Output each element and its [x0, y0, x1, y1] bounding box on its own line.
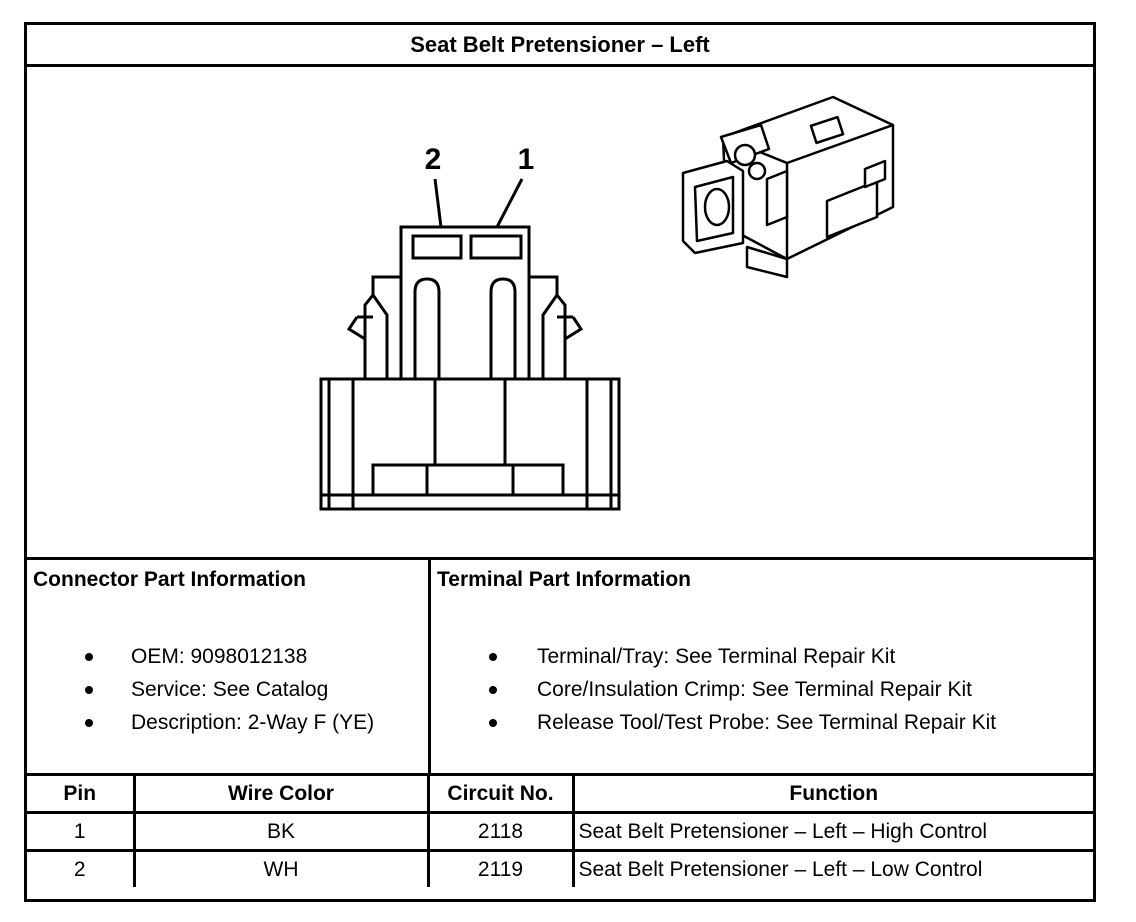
right-latch-inner: [541, 294, 559, 379]
function-cell: Seat Belt Pretensioner – Left – High Con…: [571, 811, 1093, 852]
bullet-icon: [489, 653, 497, 661]
part-info-row: Connector Part Information OEM: 90980121…: [27, 560, 1093, 776]
right-latch: [529, 275, 567, 379]
connector-info-panel: Connector Part Information OEM: 90980121…: [27, 560, 431, 773]
pin-table: Pin Wire Color Circuit No. Function 1 BK…: [27, 776, 1093, 887]
pin-header: Pin: [27, 776, 136, 814]
connector-body: [319, 377, 621, 511]
bullet-icon: [85, 719, 93, 727]
pin-2-leader-line: [433, 178, 443, 228]
connector-3d-illustration: [681, 95, 895, 279]
terminal-housing: [399, 225, 531, 381]
table-row: 1 BK 2118 Seat Belt Pretensioner – Left …: [27, 811, 1093, 852]
bullet-icon: [489, 686, 497, 694]
terminal-slot-left: [413, 277, 441, 379]
wire-color-cell: BK: [132, 811, 430, 852]
circuit-no-cell: 2118: [426, 811, 575, 852]
left-latch-hook: [346, 316, 366, 341]
left-latch: [363, 275, 401, 379]
function-cell: Seat Belt Pretensioner – Left – Low Cont…: [571, 849, 1093, 887]
bullet-icon: [85, 686, 93, 694]
left-latch-inner: [371, 294, 389, 379]
wire-color-cell: WH: [132, 849, 430, 887]
pin-1-label: 1: [518, 143, 535, 176]
connector-oem: OEM: 9098012138: [131, 645, 308, 668]
terminal-slot-right: [489, 277, 517, 379]
connector-face-diagram: 2 1: [319, 95, 895, 511]
right-latch-hook: [564, 316, 584, 341]
terminal-info-heading: Terminal Part Information: [437, 568, 691, 591]
pin-1-cavity: [469, 234, 523, 260]
connector-sheet: Seat Belt Pretensioner – Left: [24, 22, 1096, 902]
bullet-icon: [85, 653, 93, 661]
table-row: 2 WH 2119 Seat Belt Pretensioner – Left …: [27, 849, 1093, 887]
pin-2-cavity: [411, 234, 463, 260]
connector-service: Service: See Catalog: [131, 678, 329, 701]
pin-1-leader-line: [495, 178, 524, 228]
circuit-no-header: Circuit No.: [426, 776, 575, 814]
connector-diagram-area: 2 1: [27, 67, 1093, 560]
terminal-info-panel: Terminal Part Information Terminal/Tray:…: [431, 560, 1093, 773]
release-tool-test-probe: Release Tool/Test Probe: See Terminal Re…: [537, 711, 997, 734]
pin-cell: 2: [27, 849, 136, 887]
connector-info-heading: Connector Part Information: [33, 568, 307, 591]
terminal-tray: Terminal/Tray: See Terminal Repair Kit: [537, 645, 896, 668]
sheet-title: Seat Belt Pretensioner – Left: [27, 25, 1093, 67]
lock-bar: [371, 463, 565, 497]
pin-table-header-row: Pin Wire Color Circuit No. Function: [27, 776, 1093, 814]
pin-cell: 1: [27, 811, 136, 852]
bullet-icon: [489, 719, 497, 727]
core-insulation-crimp: Core/Insulation Crimp: See Terminal Repa…: [537, 678, 972, 701]
pin-2-label: 2: [425, 143, 442, 176]
function-header: Function: [571, 776, 1093, 814]
wire-color-header: Wire Color: [132, 776, 430, 814]
circuit-no-cell: 2119: [426, 849, 575, 887]
connector-description: Description: 2-Way F (YE): [131, 711, 375, 734]
